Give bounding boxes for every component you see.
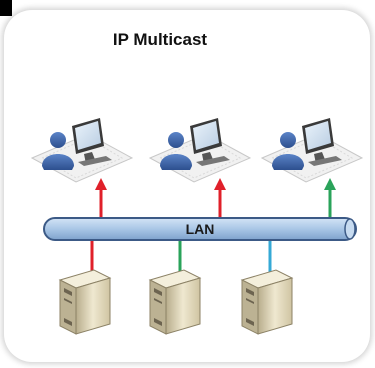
server-icon bbox=[148, 269, 202, 335]
arrow-to-workstation-3 bbox=[324, 178, 336, 218]
user-computer-icon bbox=[30, 118, 134, 183]
arrow-to-workstation-1 bbox=[95, 178, 107, 218]
user-computer-icon bbox=[260, 118, 364, 183]
diagram-title: IP Multicast bbox=[112, 30, 208, 49]
user-computer-icon bbox=[148, 118, 252, 183]
lan-label: LAN bbox=[186, 221, 215, 237]
arrow-to-workstation-2 bbox=[214, 178, 226, 218]
server-icon bbox=[240, 269, 294, 335]
corner-mark bbox=[0, 0, 12, 16]
server-icon bbox=[58, 269, 112, 335]
lan-bus: LAN bbox=[43, 217, 357, 241]
